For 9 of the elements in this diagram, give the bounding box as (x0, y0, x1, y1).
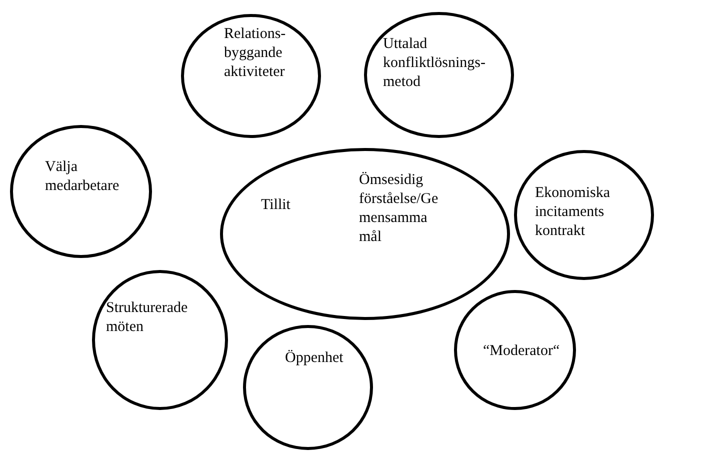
node-label: Ömsesidig förståelse/Gemensamma mål (359, 171, 440, 247)
node-label: “Moderator“ (483, 342, 561, 361)
node-label: Tillit (261, 196, 292, 215)
node-label: Uttalad konfliktlösnings-metod (383, 35, 487, 92)
node-label: Välja medarbetare (45, 158, 120, 196)
node-label: Relations-byggande aktiviteter (224, 25, 287, 82)
node-label: Ekonomiska incitaments kontrakt (535, 184, 611, 241)
node-label: Öppenhet (285, 349, 344, 368)
node-label: Strukturerade möten (106, 299, 189, 337)
